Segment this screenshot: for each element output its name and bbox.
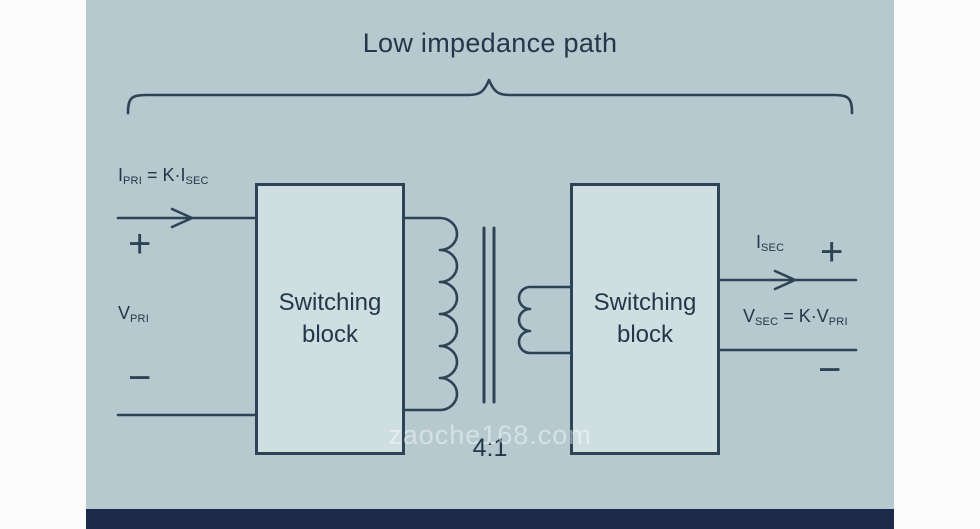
switching-block-primary: Switching block [255, 183, 405, 455]
secondary-current-label: ISEC [756, 232, 785, 254]
primary-current-label: IPRI = K·ISEC [118, 165, 209, 187]
bottom-bar [86, 509, 894, 529]
switching-block-primary-label: Switching block [278, 288, 382, 348]
brace [126, 78, 854, 115]
watermark: zaoche168.com [388, 420, 592, 450]
secondary-minus-sign: − [818, 348, 842, 392]
primary-minus-sign: − [128, 356, 152, 400]
left-arrowhead-icon [170, 207, 194, 229]
primary-coil [403, 216, 459, 412]
primary-plus-sign: + [128, 222, 152, 266]
left-margin [0, 0, 86, 529]
secondary-coil [517, 285, 572, 355]
right-margin [894, 0, 980, 529]
primary-voltage-label: VPRI [118, 303, 149, 325]
switching-block-secondary: Switching block [570, 183, 720, 455]
secondary-voltage-label: VSEC = K·VPRI [743, 306, 848, 328]
right-arrowhead-icon [773, 269, 797, 291]
switching-block-secondary-label: Switching block [593, 288, 697, 348]
secondary-plus-sign: + [820, 230, 844, 274]
turns-ratio-label: 4:1 [472, 434, 508, 462]
diagram-title: Low impedance path [362, 28, 618, 58]
